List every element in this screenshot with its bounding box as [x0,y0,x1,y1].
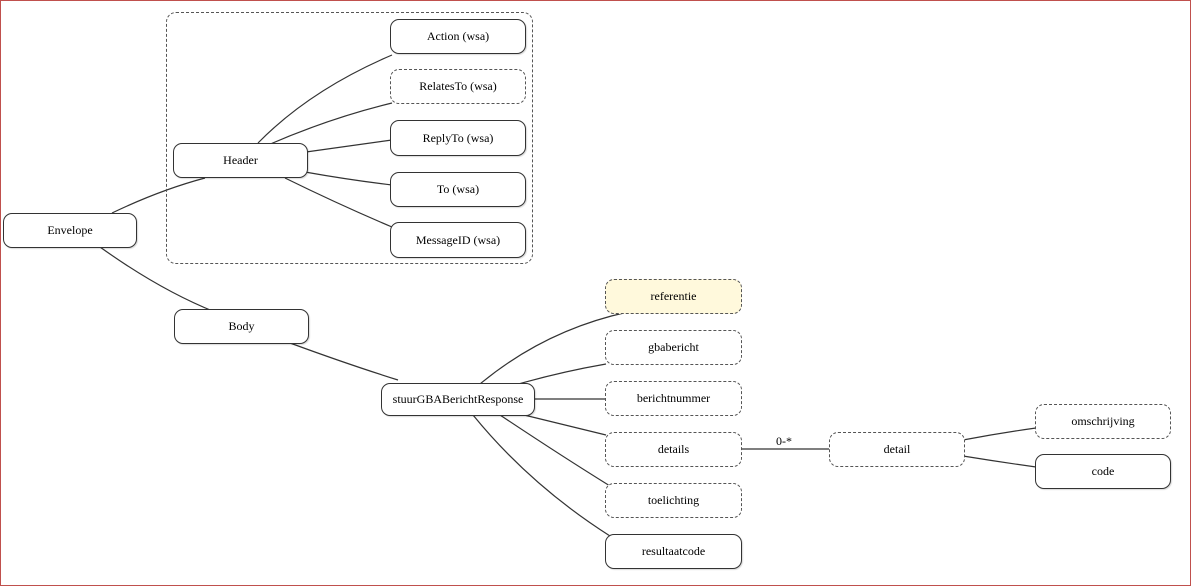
edge-detail-omschrijving [962,427,1037,441]
node-body[interactable]: Body [174,309,309,344]
edge-body-response [289,342,399,381]
node-stuur-gba-bericht-response[interactable]: stuurGBABerichtResponse [381,383,535,416]
edge-response-details [519,413,607,436]
edge-envelope-body [99,246,216,313]
node-reply-to[interactable]: ReplyTo (wsa) [390,120,526,156]
node-code[interactable]: code [1035,454,1171,489]
edge-header-to [304,171,393,186]
node-detail[interactable]: detail [829,432,965,467]
node-message-id[interactable]: MessageID (wsa) [390,222,526,258]
header-group-box [166,12,533,264]
node-relates-to[interactable]: RelatesTo (wsa) [390,69,526,104]
edge-header-replyto [305,139,393,153]
edge-envelope-header [111,177,206,214]
node-details[interactable]: details [605,432,742,467]
node-berichtnummer[interactable]: berichtnummer [605,381,742,416]
node-resultaatcode[interactable]: resultaatcode [605,534,742,569]
node-to[interactable]: To (wsa) [390,172,526,207]
node-action[interactable]: Action (wsa) [390,19,526,54]
edge-response-resultaatcode [472,414,611,537]
edge-response-gbabericht [514,363,607,386]
edge-header-action [257,54,393,144]
node-omschrijving[interactable]: omschrijving [1035,404,1171,439]
edge-response-toelichting [499,414,611,487]
node-envelope[interactable]: Envelope [3,213,137,248]
edge-header-relatesto [267,102,393,146]
edge-header-messageid [284,177,393,228]
node-header[interactable]: Header [173,143,308,178]
node-gbabericht[interactable]: gbabericht [605,330,742,365]
edge-detail-code [962,455,1037,468]
node-referentie[interactable]: referentie [605,279,742,314]
edge-response-referentie [479,311,629,385]
multiplicity-label: 0-* [776,434,792,448]
node-toelichting[interactable]: toelichting [605,483,742,518]
